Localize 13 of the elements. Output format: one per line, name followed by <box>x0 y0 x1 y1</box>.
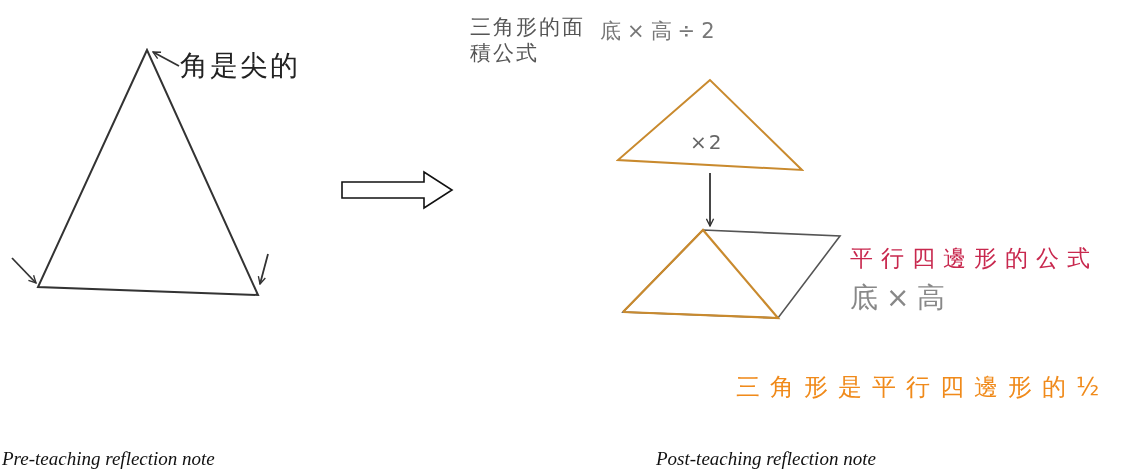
arrow <box>11 257 37 284</box>
handwritten-note: 底×高 <box>850 280 955 315</box>
caption: Pre-teaching reflection note <box>2 448 215 470</box>
handwritten-note: 三角形是平行四邊形的½ <box>736 372 1111 402</box>
caption: Post-teaching reflection note <box>656 448 876 470</box>
handwritten-note: 平行四邊形的公式 <box>850 244 1099 273</box>
handwritten-note: 底×高÷2 <box>600 18 722 45</box>
multiplier-label: ×2 <box>690 130 724 155</box>
handwritten-note: 角是尖的 <box>180 48 301 83</box>
handwritten-note: 三角形的面積公式 <box>470 14 586 67</box>
arrow <box>705 172 715 227</box>
arrow <box>152 51 180 67</box>
arrow <box>257 253 269 285</box>
